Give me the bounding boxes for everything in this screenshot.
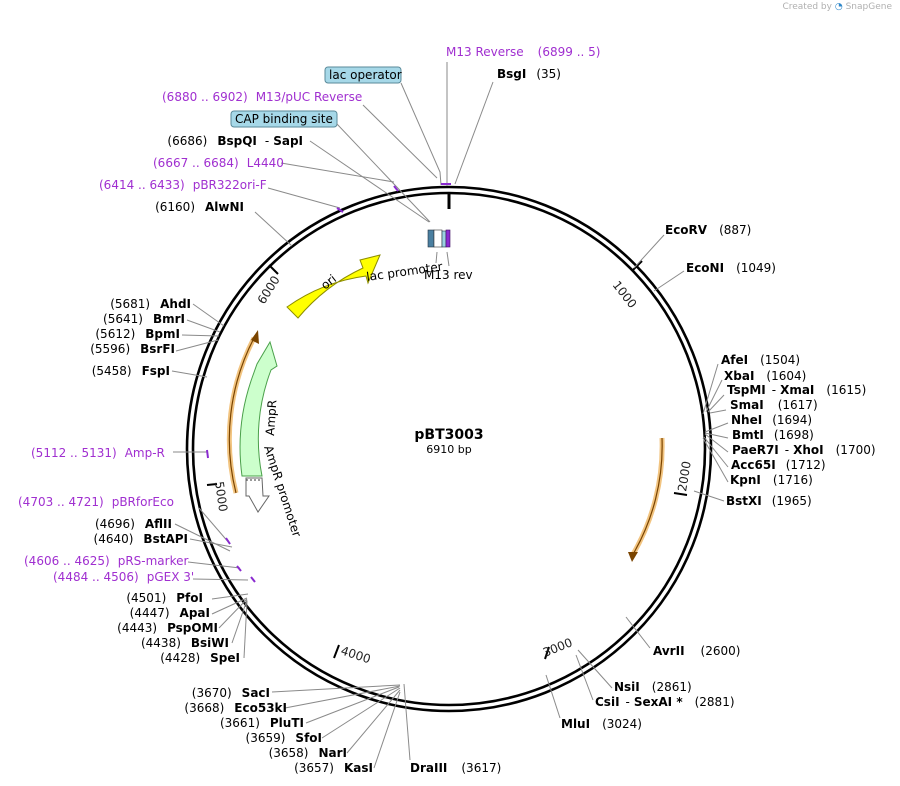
primer-markers [206,183,451,583]
site-kasi[interactable]: (3657)KasI [294,761,373,775]
leader-m13-rev [446,251,450,267]
tick-4000-mark [333,644,340,659]
site-bspqi-sapi[interactable]: (6686)BspQI-SapI [167,134,303,148]
lac-region[interactable] [427,229,451,248]
tick-5000-mark [206,483,218,486]
site-spei[interactable]: (4428)SpeI [160,651,240,665]
tick-1000-label: 1000 [610,278,640,311]
plasmid-size: 6910 bp [426,443,471,456]
primer-pgex3[interactable]: (4484 .. 4506)pGEX 3' [53,570,194,584]
site-bsgi[interactable]: BsgI(35) [497,67,561,81]
site-pspomi[interactable]: (4443)PspOMI [117,621,218,635]
credit-brand: SnapGene [845,2,892,12]
site-pluti[interactable]: (3661)PluTI [220,716,304,730]
site-xbai[interactable]: XbaI(1604) [724,369,806,383]
site-aflii[interactable]: (4696)AflII [95,517,172,531]
tick-5000-label: 5000 [212,480,230,512]
site-bmti[interactable]: BmtI(1698) [732,428,814,442]
site-bpmi[interactable]: (5612)BpmI [95,327,180,341]
site-nari[interactable]: (3658)NarI [269,746,347,760]
tick-6000-mark [268,264,279,275]
credit-prefix: Created by [782,2,832,12]
primer-arc-left-line [228,337,255,494]
site-eco53ki[interactable]: (3668)Eco53kI [184,701,287,715]
tick-4000-label: 4000 [339,644,372,667]
primer-m13-reverse[interactable]: M13 Reverse(6899 .. 5) [446,45,600,59]
ori-feature[interactable] [286,254,381,319]
primer-pbr322ori-f[interactable]: (6414 .. 6433)pBR322ori-F [99,178,267,192]
site-kpni[interactable]: KpnI(1716) [730,473,813,487]
site-saci[interactable]: (3670)SacI [192,686,270,700]
primer-amp-r[interactable]: (5112 .. 5131)Amp-R [31,446,165,460]
site-draiii[interactable]: DraIII(3617) [410,761,501,775]
site-apai[interactable]: (4447)ApaI [130,606,210,620]
plasmid-name: pBT3003 [414,427,483,443]
site-bsiwi[interactable]: (4438)BsiWI [141,636,229,650]
primer-m13-puc-reverse[interactable]: (6880 .. 6902)M13/pUC Reverse [162,90,362,104]
ampr-feature[interactable] [239,340,278,477]
plasmid-backbone [185,185,713,713]
leader-lines [171,62,729,769]
leader-lac-promoter [435,251,438,264]
tick-3000-label: 3000 [541,635,575,659]
primer-arc-left-head [251,330,259,344]
tick-1000-mark [632,260,643,271]
lac-operator-label: lac operator [329,68,402,82]
site-alwni[interactable]: (6160)AlwNI [155,200,244,214]
m13-rev-label: M13 rev [424,268,473,282]
site-mlui[interactable]: MluI(3024) [561,717,642,731]
site-afei[interactable]: AfeI(1504) [721,353,800,367]
primer-prs-marker[interactable]: (4606 .. 4625)pRS-marker [24,554,188,568]
tick-marks [206,260,688,660]
site-fspi[interactable]: (5458)FspI [92,364,170,378]
tick-2000-label: 2000 [675,460,694,492]
primer-arc-right [629,437,665,558]
site-econi[interactable]: EcoNI(1049) [686,261,776,275]
cap-binding-site-box[interactable] [230,110,338,128]
site-pfoi[interactable]: (4501)PfoI [126,591,203,605]
site-ecorv[interactable]: EcoRV(887) [665,223,751,237]
site-tspmi-xmai[interactable]: TspMI-XmaI(1615) [727,383,866,397]
site-ahdi[interactable]: (5681)AhdI [110,297,191,311]
site-bstapi[interactable]: (4640)BstAPI [94,532,188,546]
site-nsii[interactable]: NsiI(2861) [614,680,692,694]
snapgene-credit: Created by ◔ SnapGene [782,2,892,12]
tick-3000-mark [544,646,550,660]
site-bstxi[interactable]: BstXI(1965) [726,494,812,508]
tick-2000-mark [673,492,688,496]
primer-arc-right-head [628,552,638,562]
site-nhei[interactable]: NheI(1694) [731,413,812,427]
site-paer7i-xhoi[interactable]: PaeR7I-XhoI(1700) [732,443,876,457]
primer-l4440[interactable]: (6667 .. 6684)L4440 [153,156,284,170]
site-csii-sexai[interactable]: CsiI-SexAI *(2881) [595,695,735,709]
ampr-promoter-feature[interactable] [245,477,270,513]
site-sfoi[interactable]: (3659)SfoI [246,731,322,745]
site-acc65i[interactable]: Acc65I(1712) [731,458,826,472]
primer-pbrforeco[interactable]: (4703 .. 4721)pBRforEco [18,495,174,509]
snapgene-logo-icon: ◔ [834,2,843,12]
lac-operator-box[interactable] [324,66,402,84]
site-bsrfi[interactable]: (5596)BsrFI [90,342,175,356]
ampr-label: AmpR [263,399,279,436]
site-bmri[interactable]: (5641)BmrI [103,312,185,326]
site-smai[interactable]: SmaI(1617) [730,398,818,412]
primer-arc-right-line [631,437,663,557]
cap-binding-site-label: CAP binding site [235,112,333,126]
site-avrii[interactable]: AvrII(2600) [653,644,740,658]
ampr-promoter-label: AmpR promoter [261,444,304,539]
